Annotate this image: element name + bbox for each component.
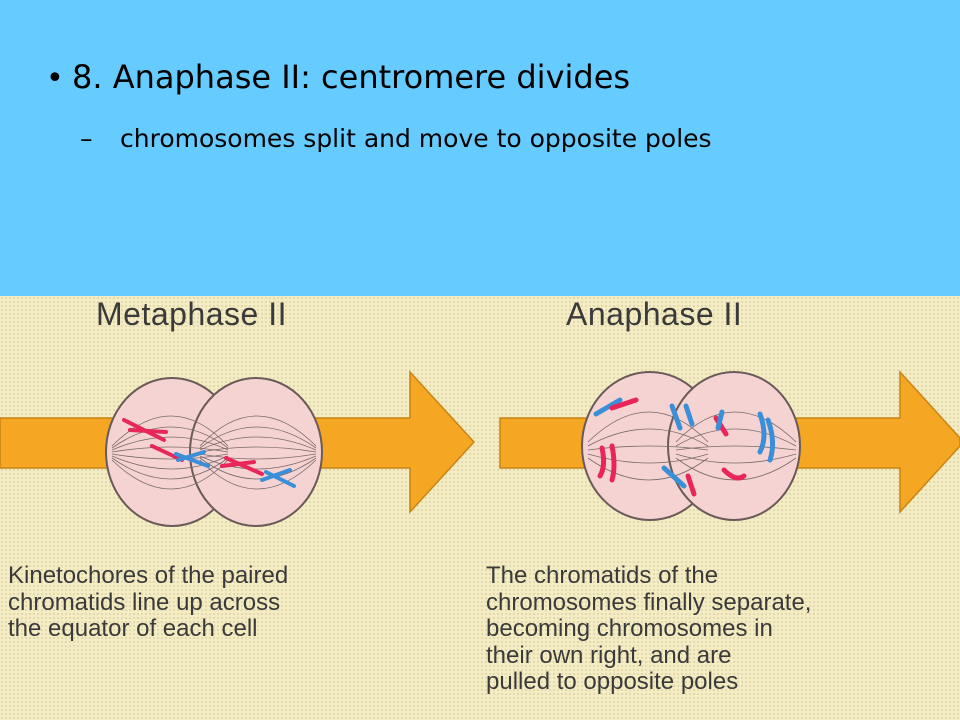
anaphase-caption-line: their own right, and are — [486, 641, 732, 669]
anaphase-title: Anaphase II — [566, 296, 743, 332]
metaphase-spindle-right — [199, 415, 317, 490]
bullet-marker: • — [46, 61, 64, 96]
slide-header: •8. Anaphase II: centromere divides –chr… — [0, 0, 960, 296]
anaphase-cell — [581, 371, 801, 521]
metaphase-cell-right-half — [189, 377, 323, 527]
metaphase-title: Metaphase II — [96, 296, 287, 332]
anaphase-caption-line: chromosomes finally separate, — [486, 588, 812, 616]
main-bullet-text: 8. Anaphase II: centromere divides — [72, 58, 631, 96]
sub-bullet: –chromosomes split and move to opposite … — [80, 124, 712, 153]
main-bullet: •8. Anaphase II: centromere divides — [46, 58, 630, 96]
sub-bullet-marker: – — [80, 124, 93, 153]
metaphase-spindle-left — [111, 415, 229, 490]
anaphase-caption-line: becoming chromosomes in — [486, 615, 773, 642]
anaphase-chromosomes — [593, 397, 776, 497]
metaphase-caption-line: Kinetochores of the paired — [8, 562, 289, 589]
anaphase-caption: The chromatids of the chromosomes finall… — [486, 562, 812, 696]
metaphase-caption: Kinetochores of the paired chromatids li… — [8, 562, 289, 643]
meiosis-diagram — [0, 370, 960, 527]
metaphase-chromosomes — [122, 418, 296, 488]
metaphase-cell — [105, 377, 323, 527]
anaphase-caption-line: The chromatids of the — [486, 562, 719, 589]
meiosis-figure: Metaphase II Anaphase II Kinetochores of… — [0, 296, 960, 720]
metaphase-caption-line: chromatids line up across — [8, 588, 281, 616]
metaphase-caption-line: the equator of each cell — [8, 615, 258, 642]
sub-bullet-text: chromosomes split and move to opposite p… — [120, 124, 712, 153]
anaphase-caption-line: pulled to opposite poles — [486, 668, 739, 695]
